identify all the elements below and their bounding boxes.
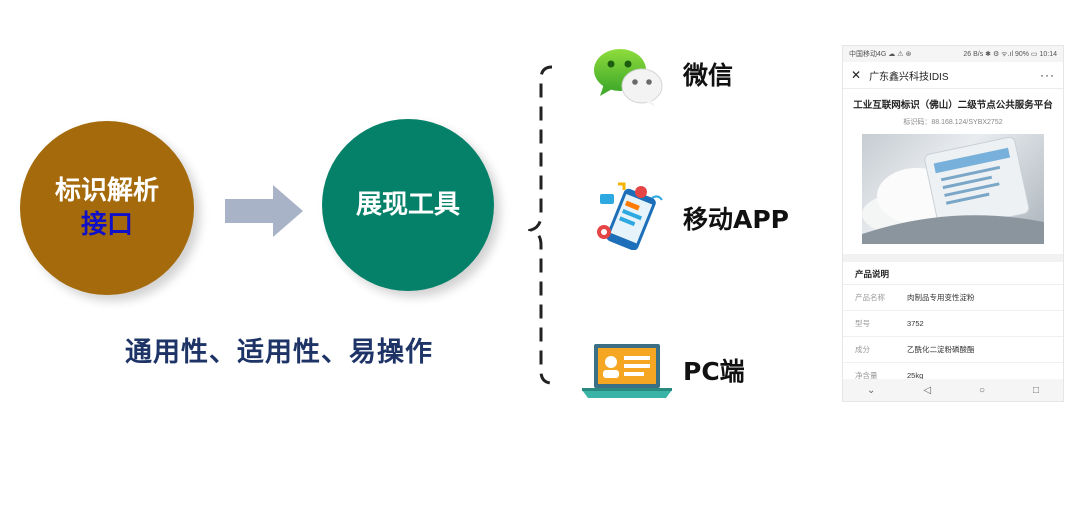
- identifier-resolution-interface-circle: 标识解析 接口: [20, 121, 194, 295]
- identifier-code: 标识码：88.168.124/SYBX2752: [903, 119, 1003, 126]
- circle2-label: 展现工具: [355, 190, 460, 220]
- pc-icon: [582, 344, 672, 398]
- row-key: 型号: [855, 319, 870, 328]
- row-key: 成分: [855, 345, 870, 354]
- circle1-line1: 标识解析: [54, 176, 159, 206]
- product-photo: [862, 134, 1044, 244]
- info-row: 产品名称 肉制品专用变性淀粉: [843, 285, 1063, 311]
- channel-wechat-label: 微信: [683, 61, 734, 90]
- circle1-line2: 接口: [80, 210, 133, 240]
- status-right: 26 B/s ✱ ⚙ ᯤ.ıl 90% ▭ 10:14: [963, 50, 1057, 58]
- android-nav-bar: ⌄ ◁ ○ □: [843, 379, 1063, 401]
- section-title: 产品说明: [843, 262, 1063, 285]
- status-bar: 中国移动4G ☁ ⚠ ⊛ 26 B/s ✱ ⚙ ᯤ.ıl 90% ▭ 10:14: [843, 46, 1063, 62]
- nav-title: 广东鑫兴科技IDIS: [869, 71, 949, 83]
- tagline: 通用性、适用性、易操作: [125, 337, 433, 368]
- wechat-icon: [594, 49, 663, 107]
- display-tool-circle: 展现工具: [322, 119, 494, 291]
- right-arrow-icon: [225, 185, 303, 237]
- info-row: 成分 乙酰化二淀粉磷酸酯: [843, 337, 1063, 363]
- mobile-screenshot: 中国移动4G ☁ ⚠ ⊛ 26 B/s ✱ ⚙ ᯤ.ıl 90% ▭ 10:14…: [842, 45, 1064, 402]
- dashed-brace: [528, 65, 553, 385]
- row-key: 净含量: [855, 371, 878, 380]
- channel-app-label: 移动APP: [683, 205, 789, 234]
- close-icon[interactable]: ✕: [851, 68, 862, 82]
- page-title: 工业互联网标识（佛山）二级节点公共服务平台: [853, 100, 1053, 111]
- chevron-down-icon[interactable]: ⌄: [866, 384, 876, 396]
- section-gap: [843, 254, 1063, 262]
- row-value: 25kg: [907, 371, 924, 380]
- row-value: 乙酰化二淀粉磷酸酯: [907, 345, 975, 354]
- recents-icon[interactable]: □: [1032, 384, 1040, 396]
- status-left: 中国移动4G ☁ ⚠ ⊛: [849, 51, 912, 58]
- channel-pc-label: PC端: [683, 357, 745, 386]
- more-icon[interactable]: ···: [1040, 68, 1055, 82]
- row-key: 产品名称: [855, 293, 885, 302]
- nav-bar: ✕ 广东鑫兴科技IDIS ···: [843, 62, 1063, 89]
- home-icon[interactable]: ○: [978, 384, 986, 396]
- mobile-app-icon: [597, 182, 663, 250]
- back-icon[interactable]: ◁: [923, 384, 932, 396]
- row-value: 3752: [907, 319, 924, 328]
- info-row: 型号 3752: [843, 311, 1063, 337]
- product-bag-image: [862, 136, 1044, 244]
- row-value: 肉制品专用变性淀粉: [907, 293, 975, 302]
